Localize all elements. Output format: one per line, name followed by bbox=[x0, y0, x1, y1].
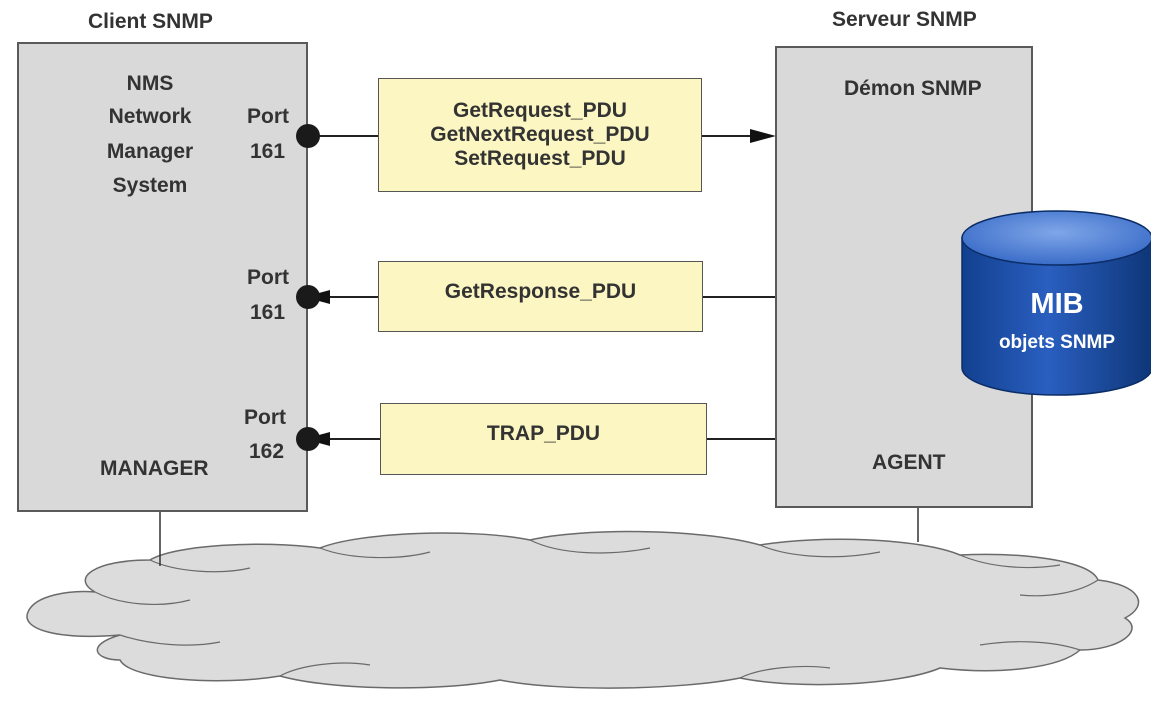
port-label-3: Port bbox=[244, 406, 286, 429]
port-number-1: 161 bbox=[250, 140, 286, 163]
trap-pdu-label: TRAP_PDU bbox=[486, 422, 601, 445]
nms-line-3: Manager bbox=[106, 140, 194, 163]
nms-line-4: System bbox=[112, 174, 188, 197]
client-title: Client SNMP bbox=[88, 10, 213, 33]
network-cloud bbox=[26, 530, 1140, 689]
getnextrequest-pdu-label: GetNextRequest_PDU bbox=[430, 122, 650, 146]
setrequest-pdu-label: SetRequest_PDU bbox=[454, 147, 626, 171]
port-161-out-dot bbox=[296, 124, 320, 148]
mib-database-icon bbox=[961, 210, 1151, 396]
request-arrowhead bbox=[750, 129, 776, 143]
client-box bbox=[17, 42, 308, 512]
daemon-label: Démon SNMP bbox=[844, 77, 982, 100]
response-pdu-box: GetResponse_PDU bbox=[378, 261, 703, 332]
getrequest-pdu-label: GetRequest_PDU bbox=[453, 98, 627, 122]
port-number-2: 161 bbox=[250, 301, 286, 324]
getresponse-pdu-label: GetResponse_PDU bbox=[444, 280, 637, 303]
mib-title: MIB bbox=[1030, 288, 1084, 320]
nms-line-2: Network bbox=[108, 105, 192, 128]
port-number-3: 162 bbox=[249, 440, 285, 463]
port-label-1: Port bbox=[247, 105, 289, 128]
trap-pdu-box: TRAP_PDU bbox=[380, 403, 707, 475]
nms-line-1: NMS bbox=[126, 72, 174, 95]
agent-label: AGENT bbox=[872, 451, 946, 474]
port-label-2: Port bbox=[247, 266, 289, 289]
port-162-in-dot bbox=[296, 427, 320, 451]
mib-subtitle: objets SNMP bbox=[998, 332, 1116, 353]
server-title: Serveur SNMP bbox=[832, 8, 977, 31]
request-pdu-box: GetRequest_PDU GetNextRequest_PDU SetReq… bbox=[378, 78, 702, 192]
manager-label: MANAGER bbox=[100, 457, 209, 480]
port-161-in-dot bbox=[296, 285, 320, 309]
